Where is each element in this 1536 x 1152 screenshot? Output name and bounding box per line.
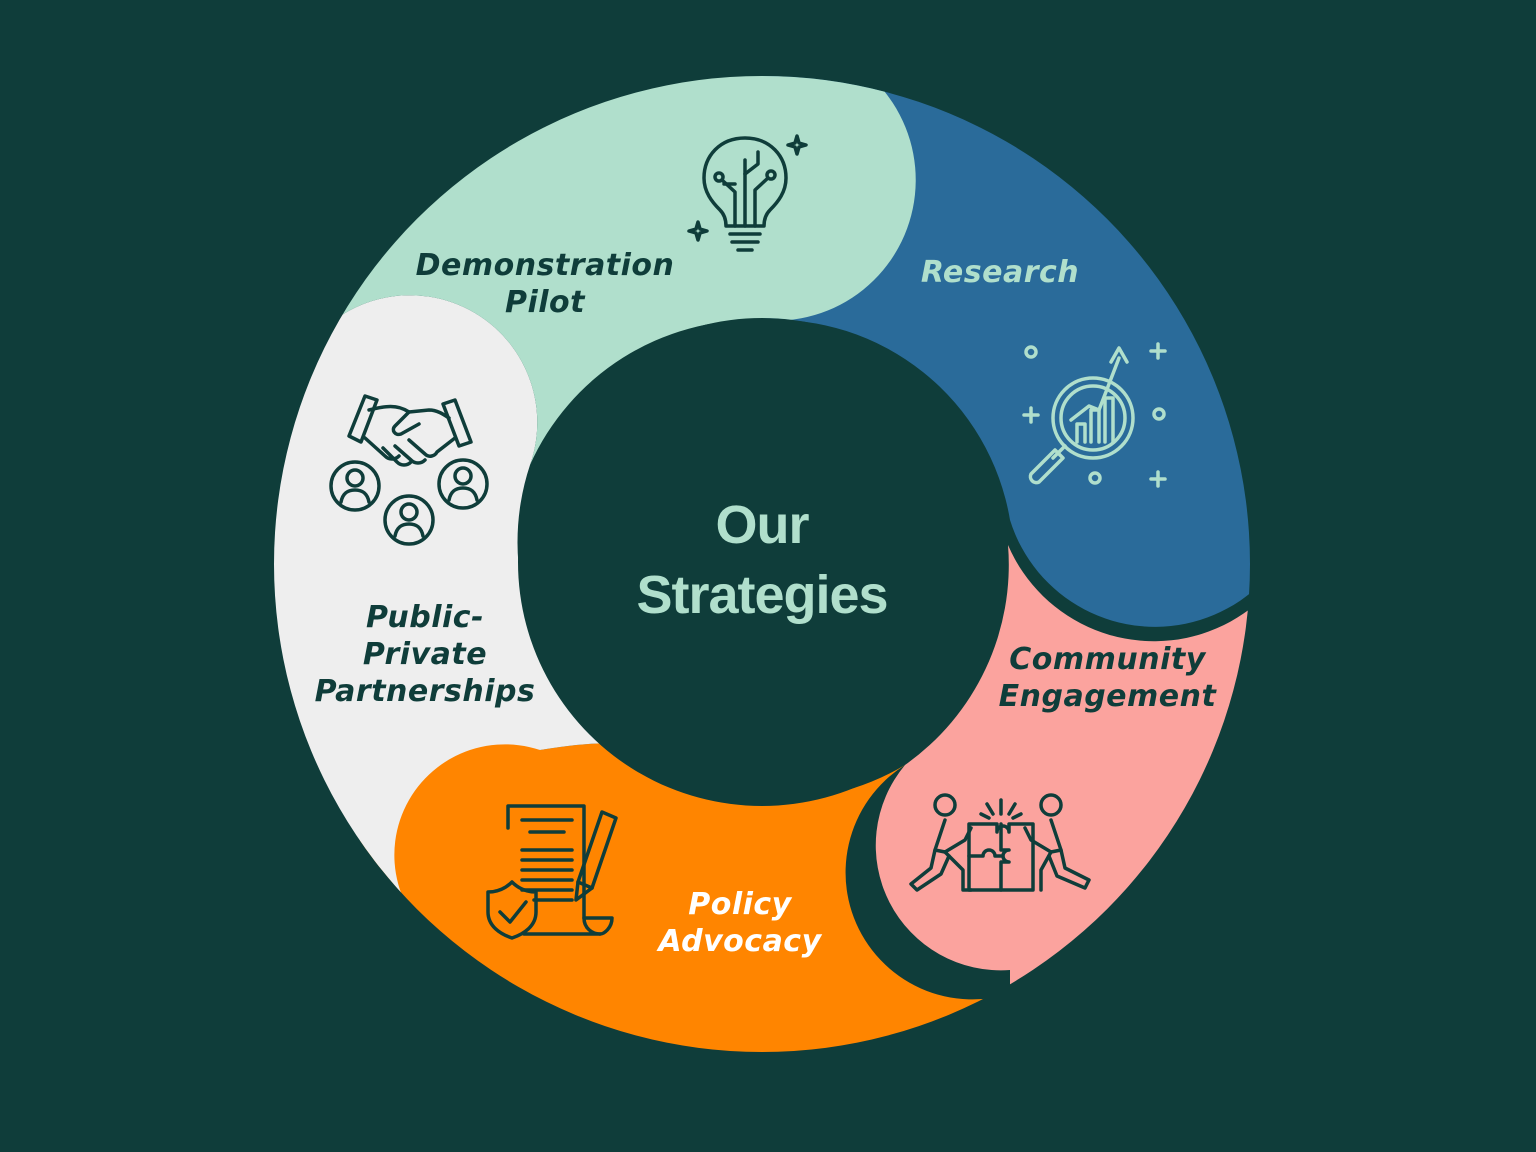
lightbulb-circuit-icon (680, 130, 810, 260)
policy-document-pen-icon (484, 800, 634, 945)
label-policy-advocacy-line2: Advocacy (658, 924, 822, 959)
label-community-engagement: Community Engagement (985, 641, 1230, 715)
label-public-private-partnerships-line1: Public- (365, 600, 485, 635)
label-community-engagement-line2: Engagement (998, 679, 1217, 714)
label-policy-advocacy-line1: Policy (688, 887, 792, 922)
label-demonstration-pilot-line2: Pilot (504, 285, 585, 320)
label-research-line1: Research (920, 255, 1080, 290)
center-title-line2: Strategies (636, 565, 888, 625)
magnifier-growth-chart-icon (1015, 340, 1175, 490)
label-public-private-partnerships-line3: Partnerships (314, 674, 536, 709)
label-policy-advocacy: Policy Advocacy (640, 886, 840, 960)
handshake-people-icon (325, 390, 495, 550)
label-demonstration-pilot: Demonstration Pilot (395, 247, 695, 321)
label-public-private-partnerships: Public- Private Partnerships (305, 599, 545, 710)
center-title-line1: Our (715, 495, 809, 555)
label-demonstration-pilot-line1: Demonstration (415, 248, 675, 283)
label-community-engagement-line1: Community (1009, 642, 1206, 677)
label-public-private-partnerships-line2: Private (362, 637, 488, 672)
center-title: Our Strategies (562, 490, 962, 630)
people-puzzle-icon (905, 790, 1105, 905)
label-research: Research (895, 254, 1105, 291)
